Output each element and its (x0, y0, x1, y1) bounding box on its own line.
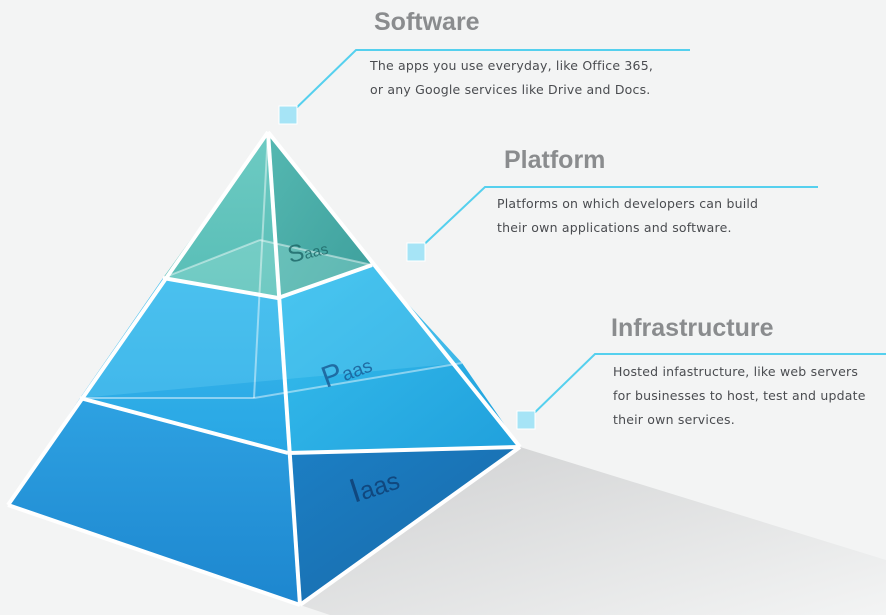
software-description-line-1: The apps you use everyday, like Office 3… (370, 58, 654, 73)
software-description: The apps you use everyday, like Office 3… (370, 54, 653, 102)
layer-saas-left-face (163, 132, 278, 298)
layer-paas (80, 265, 520, 453)
infrastructure-description-line-1: Hosted infastructure, like web servers (613, 364, 859, 379)
pyramid-shadow (300, 447, 886, 615)
marker-platform-square (406, 242, 426, 262)
marker-infrastructure-square (516, 410, 536, 430)
layer-label-saas: Saas (285, 233, 331, 269)
layer-paas-right-face (278, 265, 520, 453)
callout-line-infrastructure (525, 353, 886, 422)
callout-markers (278, 105, 536, 430)
platform-heading: Platform (504, 146, 606, 174)
layer-saas-inner-floor (163, 240, 372, 298)
platform-description: Platforms on which developers can build … (497, 192, 758, 240)
infrastructure-description-line-2: for businesses to host, test and update (613, 388, 866, 403)
callout-lines (287, 49, 886, 422)
platform-description-line-1: Platforms on which developers can build (497, 196, 759, 211)
layer-paas-inner-floor (80, 265, 462, 398)
layer-paas-left-face (80, 278, 288, 453)
callout-line-platform (415, 186, 818, 253)
inner-edges (80, 131, 463, 399)
layer-saas-right-face (268, 132, 372, 298)
pyramid-edges (6, 130, 522, 607)
marker-software-square (278, 105, 298, 125)
infrastructure-description-line-3: their own services. (613, 412, 735, 427)
infrastructure-heading: Infrastructure (611, 314, 774, 342)
infrastructure-description: Hosted infastructure, like web servers f… (613, 360, 866, 432)
callout-line-software (287, 49, 690, 117)
software-heading: Software (374, 8, 480, 36)
layer-label-saas-initial: S (285, 239, 307, 269)
platform-description-line-2: their own applications and software. (497, 220, 732, 235)
layer-iaas-left-face (8, 398, 300, 605)
layer-saas (163, 132, 372, 298)
software-description-line-2: or any Google services like Drive and Do… (370, 82, 651, 97)
layer-label-saas-rest: aas (302, 241, 330, 263)
